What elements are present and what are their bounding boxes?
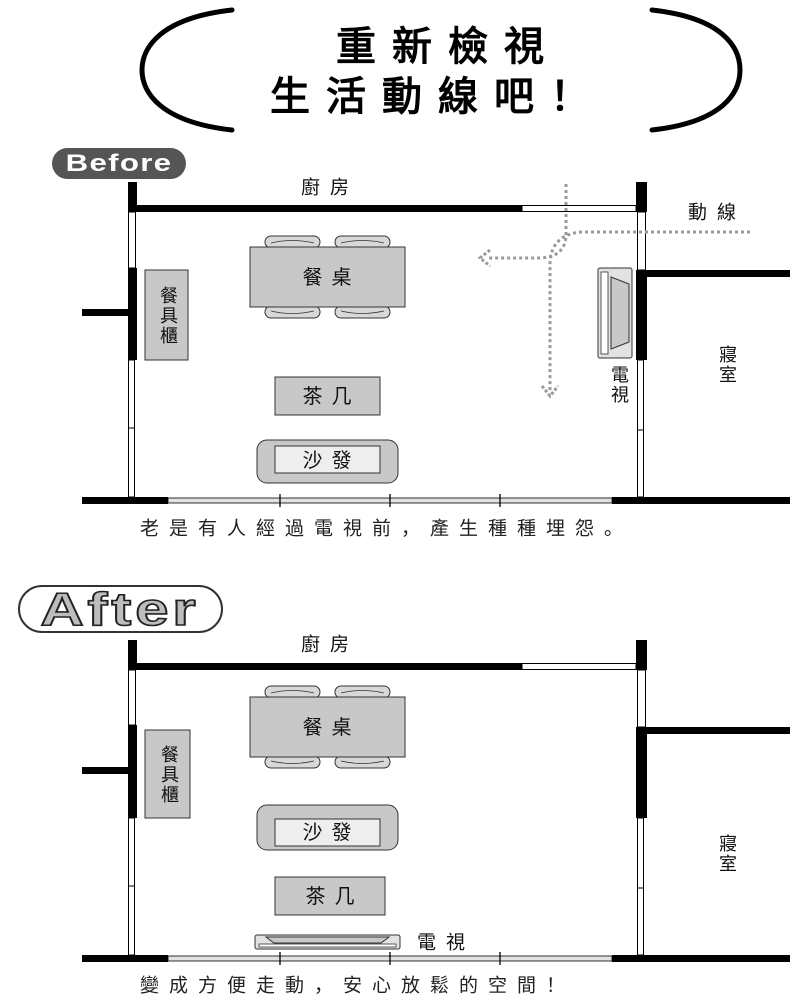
after-chair bbox=[334, 685, 391, 699]
after-bottom-wall-left bbox=[82, 955, 168, 962]
after-bedroom-wall bbox=[647, 727, 790, 734]
before-caption: 老是有人經過電視前，產生種種埋怨。 bbox=[140, 517, 634, 540]
before-sofa-label: 沙發 bbox=[302, 448, 361, 472]
before-badge-label: Before bbox=[65, 150, 173, 177]
before-bedroom-wall bbox=[647, 270, 790, 277]
flow-arrowhead-down-icon bbox=[540, 385, 560, 399]
before-left-stub-wall bbox=[82, 309, 128, 316]
before-left-wall bbox=[128, 268, 137, 360]
after-badge-bg bbox=[18, 585, 223, 633]
after-dish-cabinet bbox=[144, 729, 191, 819]
before-coffee-table bbox=[274, 376, 381, 416]
after-caption: 變成方便走動，安心放鬆的空間！ bbox=[140, 974, 576, 997]
after-left-stub-wall bbox=[82, 767, 128, 774]
before-kitchen-wall bbox=[128, 205, 522, 212]
before-bedroom-label: 寢室 bbox=[716, 345, 737, 385]
after-right-window-bottom bbox=[637, 887, 644, 956]
after-right-window-upper bbox=[637, 669, 646, 728]
before-badge-bg bbox=[52, 148, 186, 179]
before-cabinet-label: 餐具櫃 bbox=[157, 286, 178, 346]
before-flow-paths bbox=[477, 184, 750, 399]
after-dining-table bbox=[249, 696, 406, 758]
after-chair bbox=[264, 685, 321, 699]
after-left-window-bottom bbox=[128, 885, 135, 956]
before-kitchen-label: 廚房 bbox=[300, 176, 360, 199]
before-tv bbox=[597, 267, 633, 359]
after-badge-label: After bbox=[39, 583, 200, 635]
after-tv bbox=[254, 934, 401, 950]
before-right-wall-corner bbox=[636, 182, 647, 212]
flow-path-kitchen-left bbox=[488, 184, 568, 260]
before-left-window-bottom bbox=[128, 427, 135, 498]
after-left-window-lower bbox=[128, 817, 135, 887]
after-chair bbox=[264, 755, 321, 769]
title-right-bracket bbox=[649, 7, 743, 133]
title-line-1: 重新檢視 bbox=[336, 24, 560, 70]
before-sofa bbox=[256, 439, 399, 484]
after-cabinet-label: 餐具櫃 bbox=[158, 745, 179, 805]
after-left-wall bbox=[128, 725, 137, 818]
after-left-window-upper bbox=[128, 669, 136, 726]
after-coffee-table bbox=[274, 876, 386, 916]
after-sofa bbox=[256, 804, 399, 851]
before-right-window-lower bbox=[637, 359, 644, 431]
before-left-window-lower bbox=[128, 359, 135, 429]
before-dining-table bbox=[249, 246, 406, 308]
after-kitchen-wall bbox=[128, 663, 522, 670]
before-right-window-upper bbox=[637, 211, 646, 271]
title-left-bracket bbox=[139, 7, 235, 133]
after-bedroom-label: 寢室 bbox=[716, 834, 737, 874]
after-left-wall-corner bbox=[128, 640, 137, 670]
after-kitchen-window bbox=[521, 663, 637, 670]
before-flow-label: 動線 bbox=[687, 201, 747, 224]
after-tv-label: 電視 bbox=[416, 931, 476, 954]
before-kitchen-window bbox=[521, 205, 637, 212]
after-kitchen-label: 廚房 bbox=[300, 633, 360, 656]
after-sofa-label: 沙發 bbox=[302, 820, 361, 844]
before-chair bbox=[264, 305, 321, 319]
before-chair bbox=[264, 235, 321, 249]
before-coffee-table-label: 茶几 bbox=[302, 384, 361, 408]
after-dining-table-label: 餐桌 bbox=[302, 715, 361, 739]
before-left-window-upper bbox=[128, 211, 136, 269]
title-line-2: 生活動線吧！ bbox=[270, 74, 606, 120]
before-dish-cabinet bbox=[144, 269, 189, 361]
after-bottom-wall-right bbox=[612, 955, 790, 962]
before-right-wall bbox=[636, 270, 647, 360]
after-right-wall bbox=[636, 727, 647, 818]
after-right-window-lower bbox=[637, 817, 644, 889]
after-right-wall-corner bbox=[636, 640, 647, 670]
before-chair bbox=[334, 305, 391, 319]
before-chair bbox=[334, 235, 391, 249]
before-left-wall-corner bbox=[128, 182, 137, 212]
before-bottom-wall-right bbox=[612, 497, 790, 504]
after-chair bbox=[334, 755, 391, 769]
flow-path-entrance-down bbox=[548, 230, 750, 390]
before-dining-table-label: 餐桌 bbox=[302, 265, 361, 289]
flow-arrowhead-left-icon bbox=[477, 248, 491, 268]
before-floor-plan bbox=[82, 182, 790, 507]
before-right-window-bottom bbox=[637, 429, 644, 498]
before-bottom-wall-left bbox=[82, 497, 168, 504]
after-floor-plan bbox=[82, 640, 790, 965]
before-tv-label: 電視 bbox=[608, 365, 629, 405]
after-coffee-table-label: 茶几 bbox=[305, 884, 364, 908]
